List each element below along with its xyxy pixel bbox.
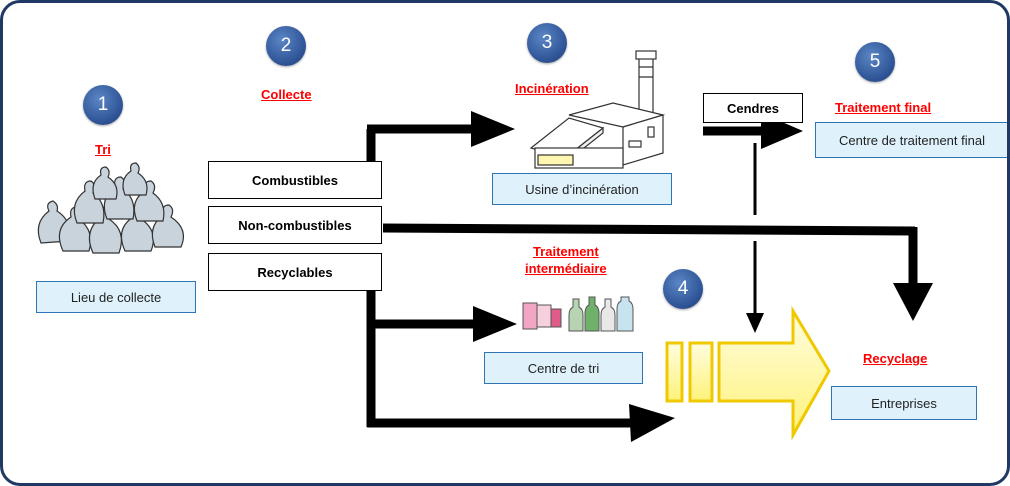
big-yellow-arrow — [665, 305, 831, 441]
box-centre-traitement-final: Centre de traitement final — [815, 122, 1007, 158]
heading-traitement-intermediaire-line1: Traitement — [532, 244, 599, 259]
arrow-non-combustibles — [382, 223, 933, 321]
heading-traitement-intermediaire-line2: intermédiaire — [525, 261, 607, 276]
step-2-badge: 2 — [266, 26, 306, 66]
box-centre-de-tri: Centre de tri — [484, 352, 643, 384]
arrow-to-incineration — [366, 111, 515, 161]
garbage-bags-icon — [37, 162, 184, 254]
box-entreprises: Entreprises — [831, 386, 977, 420]
step-1-badge: 1 — [83, 85, 123, 125]
heading-traitement-final: Traitement final — [835, 100, 932, 115]
label-combustibles: Combustibles — [208, 161, 382, 199]
heading-collecte: Collecte — [261, 87, 312, 102]
recyclables-icon — [522, 296, 634, 332]
factory-icon — [529, 50, 666, 169]
label-non-combustibles: Non-combustibles — [208, 206, 382, 244]
thin-connectors — [746, 143, 764, 333]
heading-tri: Tri — [95, 142, 111, 157]
heading-incineration: Incinération — [515, 81, 589, 96]
step-3-badge: 3 — [527, 23, 567, 63]
label-recyclables: Recyclables — [208, 253, 382, 291]
step-5-badge: 5 — [855, 42, 895, 82]
box-usine-incineration: Usine d’incinération — [492, 173, 672, 205]
heading-recyclage: Recyclage — [863, 351, 928, 366]
heading-traitement-intermediaire: Traitement intermédiaire — [525, 243, 607, 277]
arrow-recyclables — [366, 273, 675, 442]
box-lieu-de-collecte: Lieu de collecte — [36, 281, 196, 313]
step-4-badge: 4 — [663, 269, 703, 309]
label-cendres: Cendres — [703, 93, 803, 123]
